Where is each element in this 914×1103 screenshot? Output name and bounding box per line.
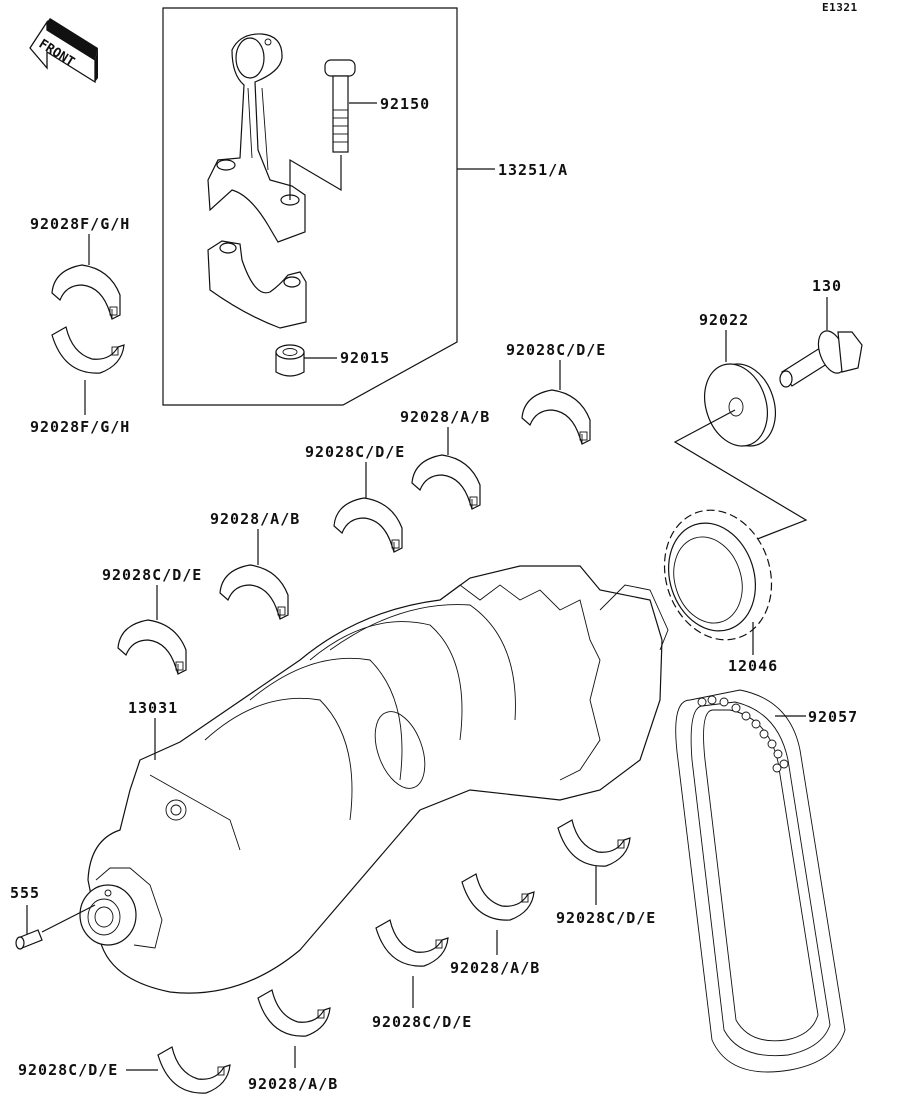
- callout-13251-a[interactable]: 13251/A: [498, 161, 568, 179]
- flange-bolt[interactable]: [779, 327, 863, 388]
- conrod-bearing-upper[interactable]: [51, 264, 121, 320]
- crankshaft[interactable]: [79, 565, 669, 994]
- dowel-pin[interactable]: [15, 929, 43, 950]
- main-bearing-lower-1[interactable]: [557, 819, 631, 867]
- callout-lower-bearing-4[interactable]: 92028/A/B: [248, 1075, 338, 1093]
- cam-chain-sprocket[interactable]: [648, 496, 788, 654]
- callout-130[interactable]: 130: [812, 277, 842, 295]
- callout-main-bearing-3[interactable]: 92028C/D/E: [305, 443, 405, 461]
- main-bearing-lower-4[interactable]: [257, 989, 331, 1037]
- callout-main-bearing-4[interactable]: 92028/A/B: [210, 510, 300, 528]
- callout-12046[interactable]: 12046: [728, 657, 778, 675]
- callout-92015[interactable]: 92015: [340, 349, 390, 367]
- callout-lower-bearing-2[interactable]: 92028/A/B: [450, 959, 540, 977]
- callout-92022[interactable]: 92022: [699, 311, 749, 329]
- conrod-bolt[interactable]: [324, 59, 356, 153]
- callout-lower-bearing-1[interactable]: 92028C/D/E: [556, 909, 656, 927]
- callout-main-bearing-5[interactable]: 92028C/D/E: [102, 566, 202, 584]
- leader-line: [673, 409, 808, 546]
- main-bearing-upper-3[interactable]: [333, 497, 403, 553]
- callout-lower-bearing-3[interactable]: 92028C/D/E: [372, 1013, 472, 1031]
- front-arrow-icon: FRONT: [29, 18, 98, 84]
- diagram-code: E1321: [822, 1, 858, 14]
- callout-13031[interactable]: 13031: [128, 699, 178, 717]
- conrod-nut[interactable]: [275, 344, 305, 377]
- callout-92028fgh-lower[interactable]: 92028F/G/H: [30, 418, 130, 436]
- main-bearing-lower-2[interactable]: [461, 873, 535, 921]
- conrod-bearing-lower[interactable]: [51, 326, 125, 374]
- connecting-rod-cap[interactable]: [207, 240, 307, 329]
- callout-main-bearing-1[interactable]: 92028C/D/E: [506, 341, 606, 359]
- callout-92057[interactable]: 92057: [808, 708, 858, 726]
- main-bearing-upper-1[interactable]: [521, 389, 591, 445]
- callout-555[interactable]: 555: [10, 884, 40, 902]
- conrod-assembly-box: [162, 7, 458, 406]
- connecting-rod[interactable]: [207, 33, 306, 243]
- main-bearing-upper-4[interactable]: [219, 564, 289, 620]
- main-bearing-lower-3[interactable]: [375, 919, 449, 967]
- leader-line: [289, 155, 342, 200]
- callout-main-bearing-2[interactable]: 92028/A/B: [400, 408, 490, 426]
- washer[interactable]: [694, 356, 785, 454]
- callout-lower-bearing-5[interactable]: 92028C/D/E: [18, 1061, 118, 1079]
- callout-92028fgh-upper[interactable]: 92028F/G/H: [30, 215, 130, 233]
- leader-line: [41, 904, 96, 933]
- cam-chain[interactable]: [675, 689, 846, 1073]
- callout-92150[interactable]: 92150: [380, 95, 430, 113]
- main-bearing-upper-2[interactable]: [411, 454, 481, 510]
- main-bearing-upper-5[interactable]: [117, 619, 187, 675]
- main-bearing-lower-5[interactable]: [157, 1046, 231, 1094]
